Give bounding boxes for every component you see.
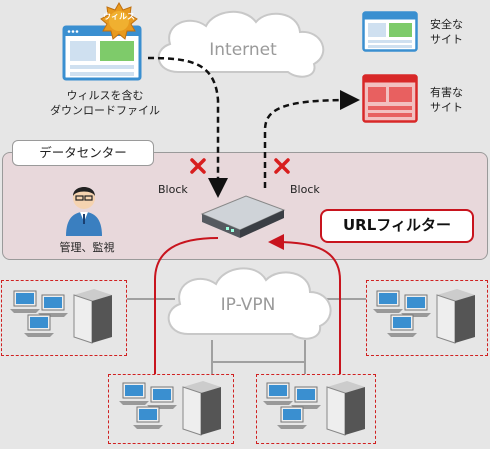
internet-cloud-icon: Internet	[157, 10, 325, 78]
pc-icon	[263, 382, 293, 405]
server-icon	[326, 381, 365, 436]
pc-icon	[401, 294, 431, 317]
datacenter-title: データセンター	[12, 140, 154, 166]
block-label-left: Block	[158, 183, 188, 196]
admin-person	[62, 178, 106, 236]
virus-site-window	[62, 25, 142, 81]
server-icon	[436, 289, 475, 344]
admin-person-icon	[66, 187, 102, 236]
pc-icon	[133, 406, 163, 429]
virus-badge-icon	[100, 1, 138, 40]
pc-icon	[291, 386, 321, 409]
pc-icon	[147, 386, 177, 409]
router-icon	[200, 195, 286, 238]
virus-badge: ウィルス	[100, 1, 138, 40]
internet-label: Internet	[209, 40, 277, 60]
router	[198, 190, 288, 240]
pc-icon	[10, 290, 40, 313]
server-icon	[73, 289, 112, 344]
harmful-site-window	[362, 74, 418, 124]
pc-icon	[24, 314, 54, 337]
pc-icon	[119, 382, 149, 405]
pc-icon	[373, 290, 403, 313]
pc-icon	[387, 314, 417, 337]
browser-window-icon	[362, 74, 418, 123]
safe-site-label: 安全な サイト	[430, 18, 463, 46]
office-network-right	[366, 280, 488, 356]
pc-icon	[38, 294, 68, 317]
safe-site-window	[362, 11, 418, 52]
virus-site-label: ウィルスを含む ダウンロードファイル	[50, 89, 160, 117]
block-label-right: Block	[290, 183, 320, 196]
office-network-bottom-left	[108, 374, 234, 444]
office-network-bottom-right	[256, 374, 376, 444]
url-filter-label: URLフィルター	[320, 209, 474, 243]
virus-badge-label: ウィルス	[103, 12, 135, 21]
browser-window-icon	[62, 25, 142, 81]
ipvpn-label: IP-VPN	[221, 295, 276, 315]
block-x-icon	[274, 158, 290, 174]
admin-label: 管理、監視	[59, 241, 115, 254]
browser-window-icon	[362, 11, 418, 52]
server-icon	[182, 381, 221, 436]
harmful-site-label: 有害な サイト	[430, 86, 463, 114]
block-x-icon	[190, 158, 206, 174]
office-network-left	[1, 280, 127, 356]
pc-icon	[277, 406, 307, 429]
ipvpn-cloud-icon: IP-VPN	[167, 267, 332, 340]
